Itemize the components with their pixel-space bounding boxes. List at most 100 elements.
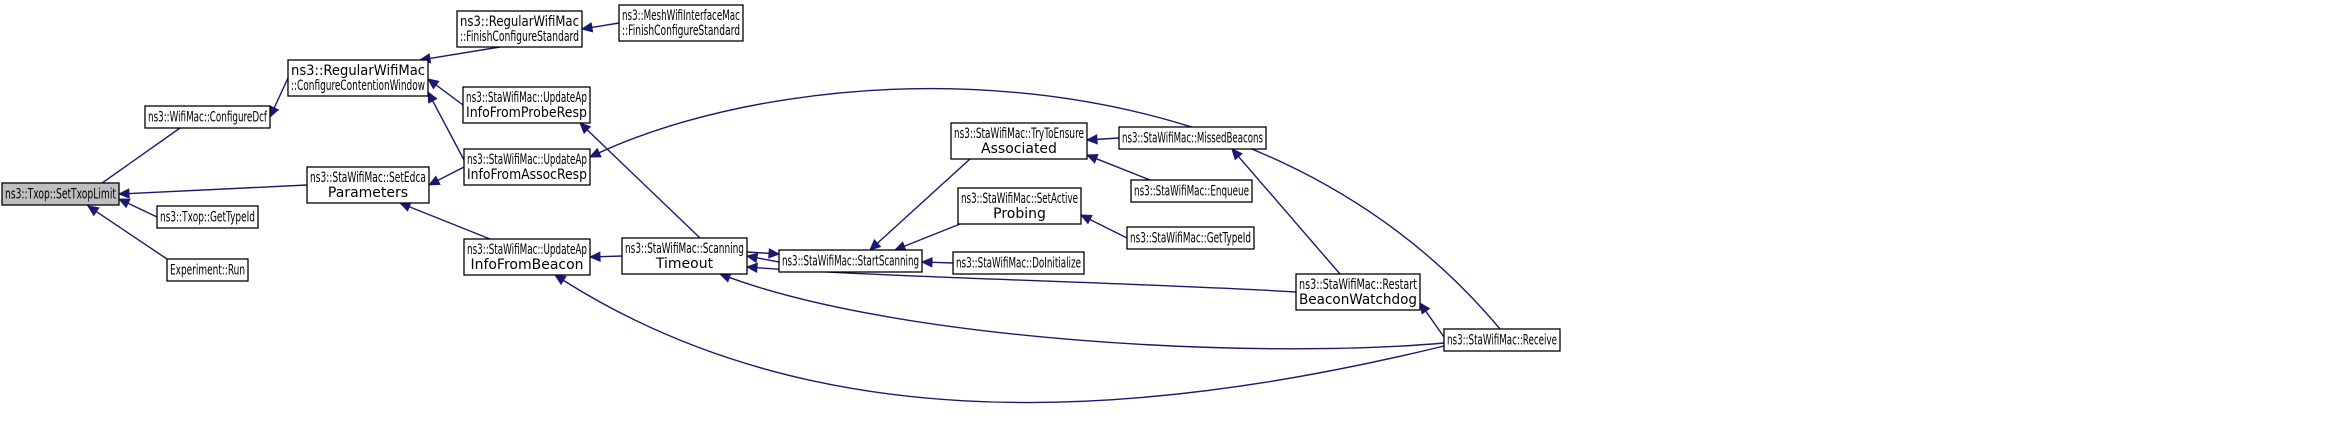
arrowhead-icon <box>86 205 100 217</box>
function-node[interactable]: ns3::StaWifiMac::StartScanning <box>778 249 923 273</box>
edge-n6-to-n5 <box>418 46 501 64</box>
arrowhead-icon <box>579 122 592 135</box>
function-node[interactable]: ns3::WifiMac::ConfigureDcf <box>144 105 271 129</box>
node-label: InfoFromProbeResp <box>466 105 587 121</box>
function-node[interactable]: ns3::StaWifiMac::GetTypeId <box>1126 226 1255 250</box>
arrowhead-icon <box>398 202 412 212</box>
function-node[interactable]: ns3::MeshWifiInterfaceMac::FinishConfigu… <box>618 4 744 42</box>
edge-line <box>756 257 780 263</box>
edge-n10-to-n2 <box>398 202 491 240</box>
arrowhead-icon <box>588 251 601 262</box>
arrowhead-icon <box>1085 134 1098 145</box>
nodes-layer: ns3::Txop::SetTxopLimit ns3::WifiMac::Con… <box>1 4 1561 352</box>
edge-n20-to-n9 <box>588 87 1501 330</box>
edge-line <box>95 127 181 188</box>
function-node[interactable]: ns3::StaWifiMac::UpdateApInfoFromAssocRe… <box>463 148 591 186</box>
edge-line <box>273 77 289 109</box>
arrowhead-icon <box>1079 214 1093 225</box>
edge-line <box>127 202 158 218</box>
node-label: Experiment::Run <box>170 263 245 279</box>
node-label: ns3::Txop::SetTxopLimit <box>5 187 116 203</box>
edge-line <box>931 261 954 264</box>
arrowhead-icon <box>117 198 131 209</box>
node-label: InfoFromAssocResp <box>467 167 587 183</box>
edge-line <box>409 206 491 240</box>
node-box <box>621 237 748 275</box>
node-label: ns3::RegularWifiMac <box>291 63 425 79</box>
node-box <box>462 86 591 124</box>
arrowhead-icon <box>580 22 594 33</box>
node-label: ns3::StaWifiMac::Scanning <box>625 241 744 257</box>
edge-n11-to-n12 <box>746 248 781 259</box>
function-node[interactable]: ns3::RegularWifiMac::ConfigureContention… <box>287 59 429 97</box>
edge-n20-to-n19 <box>1419 302 1445 338</box>
node-box <box>463 238 591 276</box>
node-label: ns3::StaWifiMac::Restart <box>1299 277 1417 293</box>
arrowhead-icon <box>117 188 130 199</box>
function-node[interactable]: ns3::RegularWifiMac::FinishConfigureStan… <box>456 10 583 48</box>
node-label: ns3::WifiMac::ConfigureDcf <box>148 110 268 126</box>
edge-n17-to-n13 <box>1085 153 1151 181</box>
edge-line <box>746 251 770 255</box>
function-node[interactable]: ns3::StaWifiMac::DoInitialize <box>952 251 1085 275</box>
node-box <box>287 59 429 97</box>
node-box <box>618 4 744 42</box>
function-node[interactable]: ns3::Txop::GetTypeId <box>156 205 259 229</box>
function-node[interactable]: ns3::StaWifiMac::Receive <box>1443 328 1561 352</box>
edge-n15-to-n12 <box>920 257 954 268</box>
edge-line <box>563 279 1445 404</box>
edge-line <box>599 255 623 258</box>
edge-line <box>1096 158 1151 181</box>
edge-n9-to-n5 <box>427 90 465 161</box>
function-node[interactable]: ns3::StaWifiMac::Enqueue <box>1130 179 1253 203</box>
function-node[interactable]: ns3::Txop::SetTxopLimit <box>1 182 120 206</box>
edge-n9-to-n2 <box>427 166 465 186</box>
edge-line <box>1425 310 1445 338</box>
node-box <box>778 249 923 273</box>
edge-line <box>437 166 465 182</box>
node-label: ns3::StaWifiMac::StartScanning <box>782 254 919 270</box>
node-box <box>1118 126 1267 150</box>
arrowhead-icon <box>553 274 567 286</box>
node-label: ns3::StaWifiMac::DoInitialize <box>956 256 1081 272</box>
function-node[interactable]: ns3::StaWifiMac::MissedBeacons <box>1118 126 1267 150</box>
edge-n19-to-n16 <box>1231 148 1341 275</box>
function-node[interactable]: Experiment::Run <box>166 258 249 282</box>
function-node[interactable]: ns3::StaWifiMac::UpdateApInfoFromProbeRe… <box>462 86 591 124</box>
edge-n8-to-n5 <box>427 78 464 106</box>
node-label: ns3::MeshWifiInterfaceMac <box>622 8 740 24</box>
arrowhead-icon <box>768 248 781 259</box>
node-label: Probing <box>993 206 1046 222</box>
edge-n12-to-n11 <box>745 252 780 264</box>
node-label: ns3::StaWifiMac::UpdateAp <box>467 152 587 168</box>
arrowhead-icon <box>893 241 907 251</box>
node-label: ns3::StaWifiMac::SetEdca <box>310 170 426 186</box>
edge-line <box>876 158 971 244</box>
node-label: ns3::StaWifiMac::UpdateAp <box>466 90 587 106</box>
edge-n18-to-n14 <box>1079 214 1128 239</box>
node-box <box>156 205 259 229</box>
edge-n13-to-n12 <box>869 158 971 251</box>
node-label: Timeout <box>655 256 714 272</box>
edge-n3-to-n0 <box>117 198 158 218</box>
edge-line <box>432 100 465 161</box>
arrowhead-icon <box>588 147 602 158</box>
node-box <box>144 105 271 129</box>
arrowhead-icon <box>427 90 438 104</box>
arrowhead-icon <box>269 105 280 119</box>
arrowhead-icon <box>920 257 933 268</box>
edge-n11-to-n8 <box>579 122 701 239</box>
arrowhead-icon <box>1419 302 1431 315</box>
edge-line <box>586 129 701 239</box>
arrowhead-icon <box>745 262 758 274</box>
node-box <box>1 182 120 206</box>
edge-n5-to-n1 <box>269 77 289 119</box>
edge-n2-to-n0 <box>117 184 308 199</box>
